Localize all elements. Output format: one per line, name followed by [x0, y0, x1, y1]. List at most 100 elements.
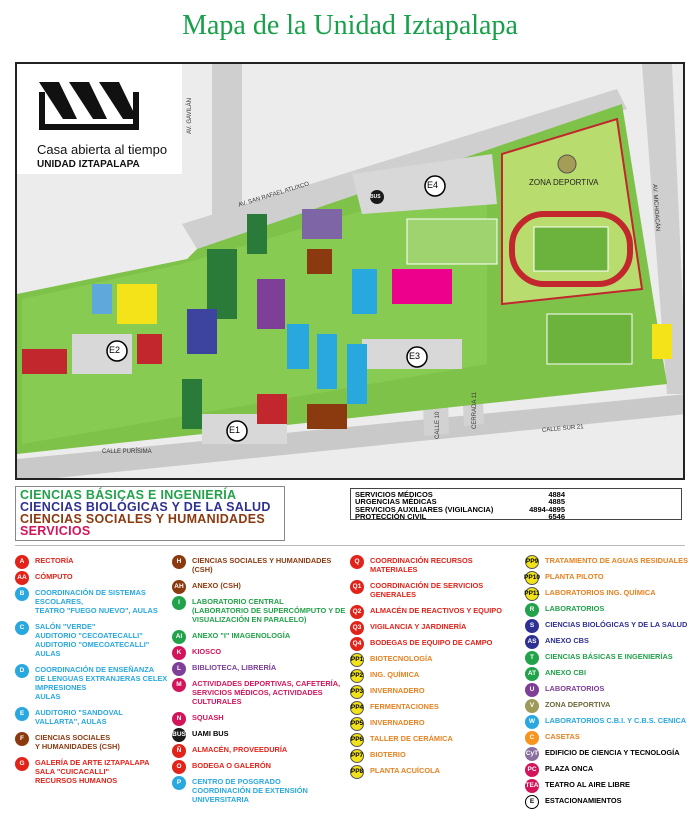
legend-item-label: SQUASH: [192, 713, 224, 722]
legend-code-badge: TEA: [525, 779, 539, 793]
legend-item-label: CASETAS: [545, 732, 580, 741]
legend-code-badge: C: [15, 621, 29, 635]
legend-code-badge: BUS: [172, 728, 186, 742]
legend-code-badge: C: [525, 731, 539, 745]
field-2: [546, 313, 633, 365]
logo-line1: Casa abierta al tiempo: [37, 142, 168, 157]
legend-code-badge: AA: [15, 571, 29, 585]
parking-e3-label: E3: [409, 351, 421, 361]
legend-item: N SQUASH: [172, 712, 352, 726]
legend-code-badge: L: [172, 662, 186, 676]
legend-item-label: ESTACIONAMIENTOS: [545, 796, 622, 805]
legend-item-label: ALMACÉN DE REACTIVOS Y EQUIPO: [370, 606, 502, 615]
division-servicios: SERVICIOS: [20, 524, 91, 538]
legend-item-label: CÓMPUTO: [35, 572, 73, 581]
street-michoacan: [642, 64, 683, 394]
legend-code-badge: PP10: [524, 571, 540, 585]
building-h: [307, 249, 332, 274]
legend-code-badge: W: [525, 715, 539, 729]
legend-item: H CIENCIAS SOCIALES Y HUMANIDADES (CSH): [172, 555, 352, 574]
building-at: [182, 379, 202, 429]
building-d: [347, 344, 367, 404]
legend-code-badge: V: [525, 699, 539, 713]
legend-code-badge: PP5: [350, 717, 364, 731]
building-f: [307, 404, 347, 429]
division-csh: CIENCIAS SOCIALES Y HUMANIDADES: [20, 512, 265, 526]
building-pp: [117, 284, 157, 324]
legend-code-badge: H: [172, 555, 186, 569]
legend-code-badge: Q: [350, 555, 364, 569]
legend-code-badge: AT: [525, 667, 539, 681]
legend-item: C CASETAS: [525, 731, 695, 745]
legend-code-badge: Q2: [350, 605, 364, 619]
zona-deportiva-label: ZONA DEPORTIVA: [529, 178, 599, 187]
legend-item-label: ANEXO "I" IMAGENOLOGÍA: [192, 631, 291, 640]
legend-code-badge: PP3: [350, 685, 364, 699]
legend-item: C SALÓN "VERDE" AUDITORIO "CECOATECALLI" …: [15, 621, 175, 658]
legend-item-label: COORDINACIÓN DE ENSEÑANZA DE LENGUAS EXT…: [35, 665, 168, 701]
building-w: [92, 284, 112, 314]
legend-code-badge: A: [15, 555, 29, 569]
legend-code-badge: CyT: [525, 747, 539, 761]
legend-item: AA CÓMPUTO: [15, 571, 175, 585]
legend-item-label: INVERNADERO: [370, 718, 425, 727]
legend-item-label: TRATAMIENTO DE AGUAS RESIDUALES: [545, 556, 689, 565]
legend-item-label: EDIFICIO DE CIENCIA Y TECNOLOGÍA: [545, 748, 680, 757]
campus-map[interactable]: Casa abierta al tiempo UNIDAD IZTAPALAPA…: [15, 62, 685, 480]
page-title: Mapa de la Unidad Iztapalapa: [182, 10, 518, 41]
legend-item-label: LABORATORIOS: [545, 604, 605, 613]
legend-item-label: BIOTERIO: [370, 750, 406, 759]
legend-item: D COORDINACIÓN DE ENSEÑANZA DE LENGUAS EX…: [15, 664, 175, 701]
legend-item-label: CIENCIAS SOCIALES Y HUMANIDADES (CSH): [35, 733, 120, 751]
phone-row: SERVICIOS AUXILIARES (VIGILANCIA)4894-48…: [355, 504, 565, 514]
legend-item-label: ACTIVIDADES DEPORTIVAS, CAFETERÍA, SERVI…: [192, 679, 341, 706]
legend-item-label: CIENCIAS BIOLÓGICAS Y DE LA SALUD: [545, 620, 688, 629]
legend-item: Q COORDINACIÓN RECURSOS MATERIALES: [350, 555, 520, 574]
legend-code-badge: PP4: [350, 701, 364, 715]
legend-item-label: CIENCIAS BÁSICAS E INGENIERÍAS: [545, 652, 673, 661]
legend-item-label: COORDINACIÓN RECURSOS MATERIALES: [370, 556, 473, 574]
legend-item: PP9 TRATAMIENTO DE AGUAS RESIDUALES: [525, 555, 695, 569]
legend-item-label: PLANTA ACUÍCOLA: [370, 766, 440, 775]
legend-item-label: ING. QUÍMICA: [370, 670, 420, 679]
legend-item-label: SALÓN "VERDE" AUDITORIO "CECOATECALLI" A…: [35, 622, 150, 658]
division-cbs: CIENCIAS BIOLÓGICAS Y DE LA SALUD: [20, 500, 271, 514]
street-label-calle10: CALLE 10: [435, 411, 441, 439]
zone-v-marker: [557, 154, 577, 174]
legend-item: CyT EDIFICIO DE CIENCIA Y TECNOLOGÍA: [525, 747, 695, 761]
legend-item-label: LABORATORIOS: [545, 684, 605, 693]
legend-item-label: TEATRO AL AIRE LIBRE: [545, 780, 630, 789]
legend-code-badge: N: [172, 712, 186, 726]
campus-gardens: [22, 174, 487, 444]
legend-code-badge: D: [15, 664, 29, 678]
legend-item-label: TALLER DE CERÁMICA: [370, 734, 453, 743]
legend-code-badge: PP9: [525, 555, 539, 569]
legend-code-badge: PP2: [350, 669, 364, 683]
building-m: [392, 269, 452, 304]
legend-item-label: BODEGA O GALERÓN: [192, 761, 271, 770]
legend-code-badge: PP1: [350, 653, 364, 667]
legend-code-badge: I: [172, 596, 186, 610]
legend-code-badge: PP7: [350, 749, 364, 763]
legend-item-label: CIENCIAS SOCIALES Y HUMANIDADES (CSH): [192, 556, 332, 574]
division-cbi: CIENCIAS BÁSICAS E INGENIERÍA: [20, 488, 237, 502]
